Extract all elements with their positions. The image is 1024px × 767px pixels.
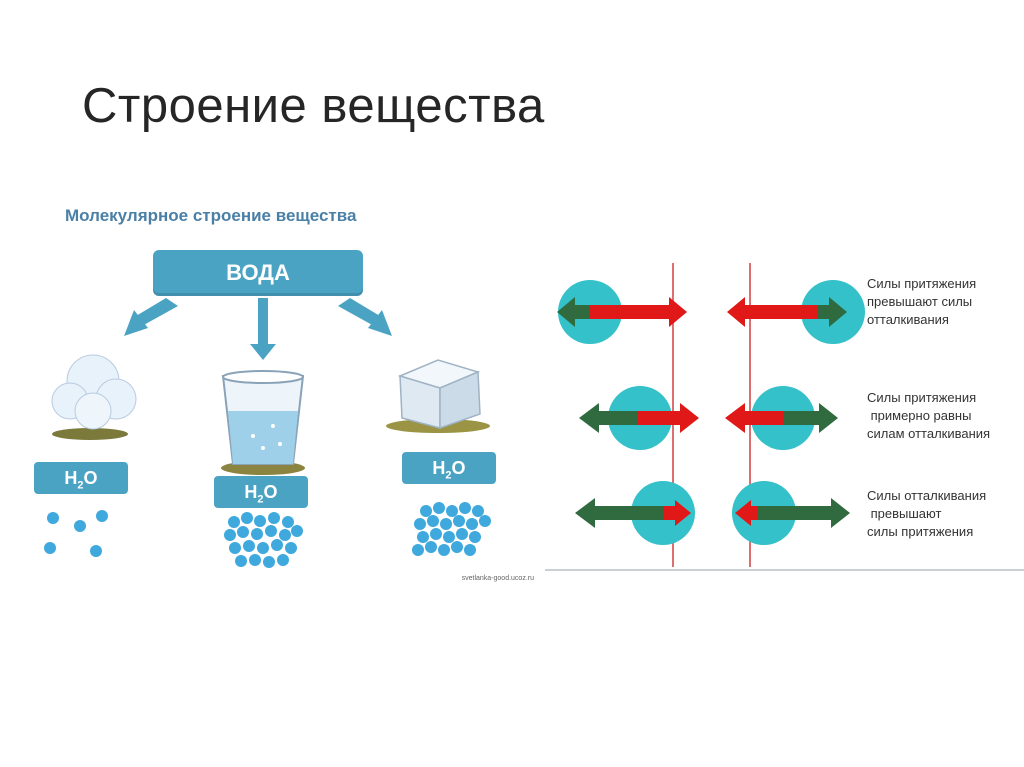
row-2-molecules xyxy=(579,386,838,450)
arrow-to-gas xyxy=(124,298,178,336)
row-2-caption: Силы притяжения примерно равны силам отт… xyxy=(867,390,991,441)
row-3-molecules xyxy=(575,481,850,545)
row-1-molecules xyxy=(557,280,865,344)
formula-box-solid: H2O xyxy=(402,452,496,484)
solid-molecules xyxy=(412,502,491,556)
ice-cube-icon xyxy=(386,359,490,433)
diagram-graphics xyxy=(44,298,491,568)
forces-graphics xyxy=(545,263,1024,571)
arrow-to-solid xyxy=(338,298,392,336)
arrow-to-liquid xyxy=(250,298,276,360)
root-box-water: ВОДА xyxy=(153,250,363,296)
row-1-caption: Силы притяжения превышают силы отталкива… xyxy=(867,276,977,327)
row-3-caption: Силы отталкивания превышают силы притяже… xyxy=(867,488,987,539)
steam-cloud-icon xyxy=(51,354,137,440)
diagram-subtitle: Молекулярное строение вещества xyxy=(65,206,357,225)
molecular-structure-diagram: Молекулярное строение вещества xyxy=(34,196,538,588)
intermolecular-forces-diagram: Силы притяжения превышают силы отталкива… xyxy=(545,255,1024,575)
formula-box-liquid: H2O xyxy=(214,476,308,508)
source-watermark: svetlanka-good.ucoz.ru xyxy=(461,575,534,582)
formula-box-gas: H2O xyxy=(34,462,128,494)
slide-title: Строение вещества xyxy=(82,79,545,133)
liquid-molecules xyxy=(224,512,303,568)
water-glass-icon xyxy=(221,370,305,475)
gas-molecules xyxy=(44,510,108,557)
